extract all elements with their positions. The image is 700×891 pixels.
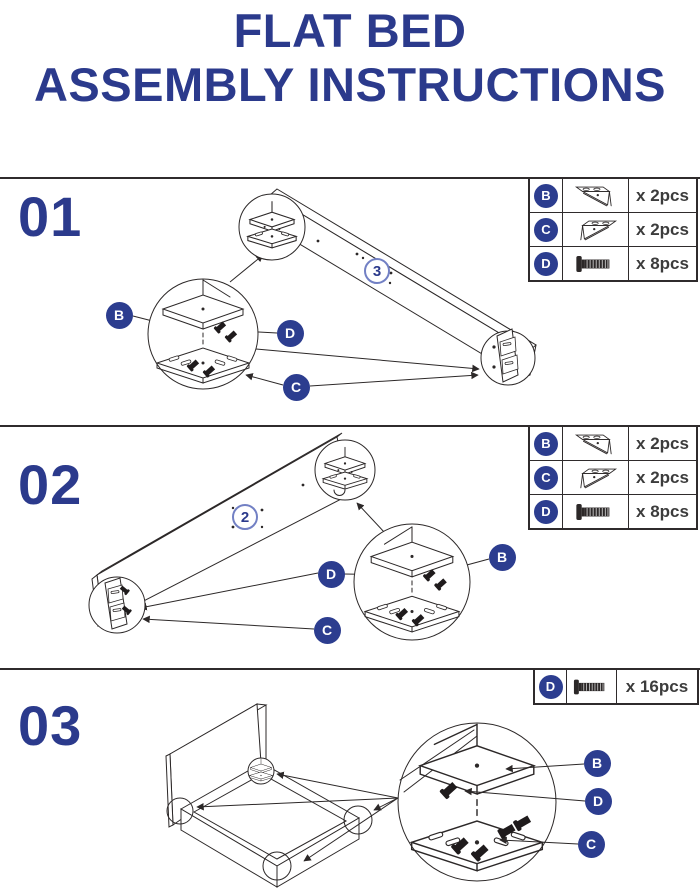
screw-icon — [575, 503, 609, 520]
side-rail-drawing — [262, 188, 537, 379]
part-icon-cell — [563, 427, 629, 460]
part-id-badge: D — [534, 499, 558, 524]
step-03-section: 03 B D C D — [0, 668, 700, 891]
part-qty: x 2pcs — [636, 185, 689, 205]
corner-marker-circle — [262, 851, 292, 881]
mounted-bracket-detail-circle — [314, 439, 376, 501]
parts-table-row: D x 8pcs — [530, 494, 696, 528]
leader-lines — [196, 763, 586, 862]
parts-table: B x 2pcs C — [528, 177, 698, 282]
page-header: FLAT BED ASSEMBLY INSTRUCTIONS — [0, 0, 700, 177]
parts-table-row: C x 2pcs — [530, 460, 696, 494]
corner-bracket-icon — [574, 434, 612, 454]
screw-icon — [573, 679, 604, 694]
part-id-badge: B — [534, 183, 558, 208]
part-qty: x 8pcs — [636, 253, 689, 273]
part-icon-cell — [563, 213, 629, 246]
exploded-corner-detail-circle — [147, 278, 259, 390]
part-icon-cell — [563, 179, 629, 212]
rail-end-detail-circle — [88, 576, 146, 634]
part-qty: x 2pcs — [636, 433, 689, 453]
exploded-corner-detail-circle — [353, 523, 471, 641]
part-qty: x 2pcs — [636, 467, 689, 487]
callout-badge-c: C — [577, 830, 605, 858]
parts-table-row: C x 2pcs — [530, 212, 696, 246]
step-number: 01 — [18, 185, 83, 248]
parts-table-row: B x 2pcs — [530, 179, 696, 212]
part-id-badge: D — [538, 674, 563, 699]
corner-bracket-mini-circle — [247, 757, 275, 785]
step-number: 02 — [18, 453, 83, 516]
page-title-line1: FLAT BED — [233, 4, 467, 57]
part-icon-cell — [563, 461, 629, 494]
callout-badge-d: D — [276, 319, 304, 347]
corner-marker-circle — [166, 797, 194, 825]
bed-frame-drawing — [180, 762, 361, 888]
mounted-bracket-detail-circle — [238, 193, 306, 261]
part-qty: x 8pcs — [636, 501, 689, 521]
callout-badge-c: C — [313, 616, 341, 644]
parts-table: B x 2pcs C — [528, 425, 698, 530]
part-qty: x 16pcs — [625, 676, 689, 696]
parts-table-row: D x 8pcs — [530, 246, 696, 280]
callout-badge-b: B — [105, 301, 133, 329]
part-icon-cell — [563, 247, 629, 280]
rail-part-number-circle: 3 — [364, 258, 390, 284]
part-id-badge: D — [534, 251, 558, 276]
corner-bracket-mirrored-icon — [579, 220, 617, 240]
step-02-section: 02 2 B D C B x 2pcs — [0, 425, 700, 668]
corner-bracket-icon — [574, 186, 612, 206]
part-id-badge: B — [534, 431, 558, 456]
part-id-badge: C — [534, 217, 558, 242]
screw-icon — [575, 255, 609, 272]
exploded-corner-detail-circle — [397, 722, 557, 882]
parts-table-row: D x 16pcs — [535, 670, 697, 703]
callout-badge-b: B — [583, 749, 611, 777]
part-id-badge: C — [534, 465, 558, 490]
step-02-line-art — [88, 432, 490, 641]
step-01-line-art — [132, 188, 537, 390]
part-qty: x 2pcs — [636, 219, 689, 239]
step-number: 03 — [18, 694, 83, 757]
step-01-section: 01 3 B D C B x 2pcs — [0, 177, 700, 425]
callout-badge-b: B — [488, 543, 516, 571]
part-icon-cell — [567, 670, 617, 703]
callout-badge-c: C — [282, 373, 310, 401]
page-title-line2: ASSEMBLY INSTRUCTIONS — [33, 57, 667, 111]
parts-table-row: B x 2pcs — [530, 427, 696, 460]
callout-badge-d: D — [584, 787, 612, 815]
corner-bracket-mirrored-icon — [579, 468, 617, 488]
step-03-line-art — [165, 703, 586, 888]
corner-marker-circle — [343, 805, 373, 835]
parts-table: D x 16pcs — [533, 668, 699, 705]
callout-badge-d: D — [317, 560, 345, 588]
rail-part-number-circle: 2 — [232, 504, 258, 530]
part-icon-cell — [563, 495, 629, 528]
rail-end-detail-circle — [480, 328, 536, 386]
